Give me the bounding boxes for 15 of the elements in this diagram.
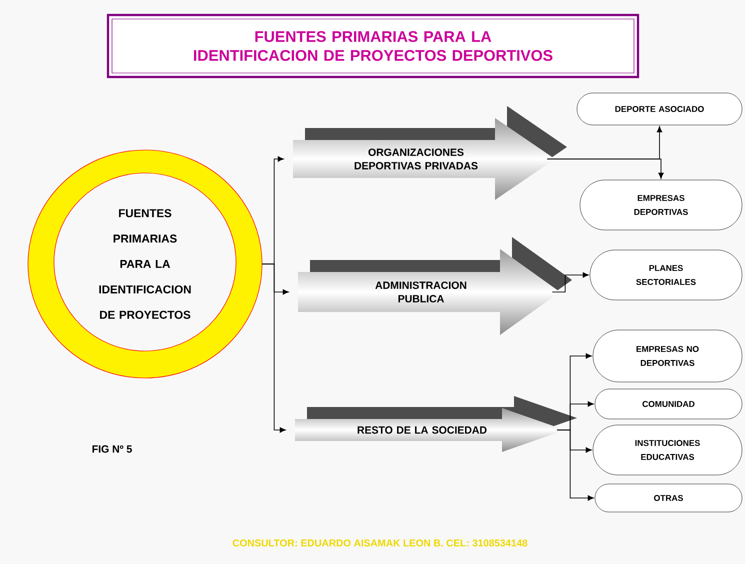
rounded-box: INSTITUCIONES EDUCATIVAS [592, 424, 742, 476]
rounded-box: DEPORTE ASOCIADO [576, 92, 742, 126]
ring-node: FUENTES PRIMARIAS PARA LA IDENTIFICACION DE PROYECTOS [28, 150, 262, 378]
footer-text: CONSULTOR: EDUARDO AISAMAK LEON B. CEL: 3108534148 [232, 539, 528, 547]
rounded-box: EMPRESAS DEPORTIVAS [580, 180, 742, 230]
rounded-box: EMPRESAS NO DEPORTIVAS [592, 330, 742, 382]
rounded-box: OTRAS [594, 484, 742, 512]
title-banner: FUENTES PRIMARIAS PARA LA IDENTIFICACION DE PROYECTOS DEPORTIVOS [106, 14, 640, 78]
connector [552, 272, 589, 292]
connector [262, 264, 286, 433]
rounded-box: PLANES SECTORIALES [590, 250, 742, 300]
connector [556, 430, 594, 501]
rounded-box: COMUNIDAD [594, 388, 742, 420]
connector [546, 158, 664, 179]
figure-number: FIG Nº 5 [92, 445, 132, 453]
